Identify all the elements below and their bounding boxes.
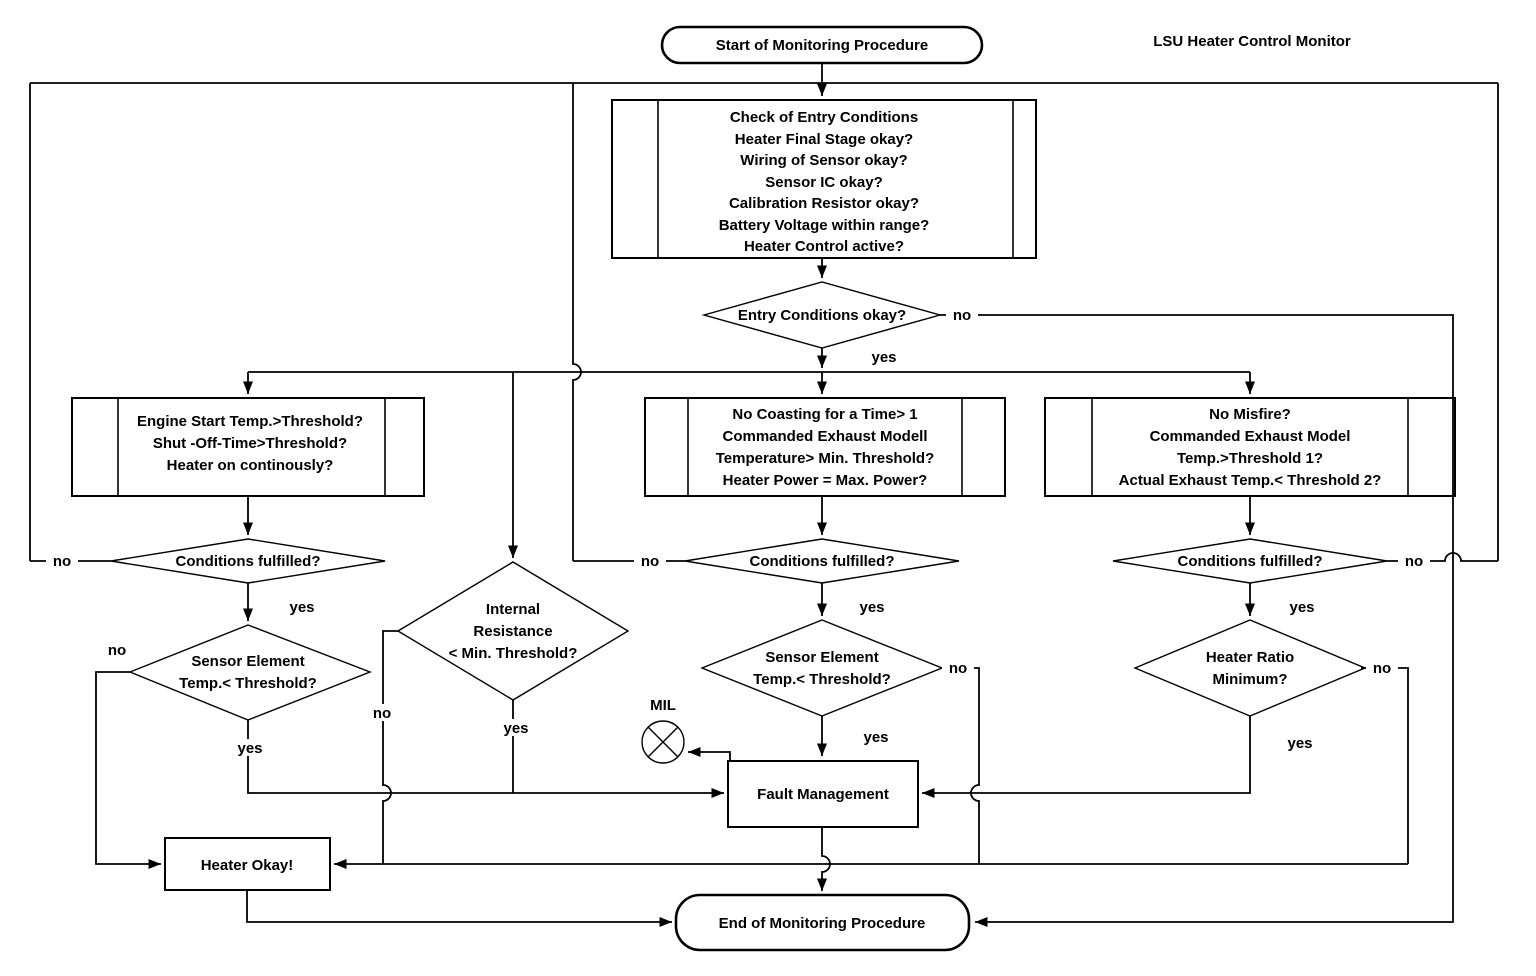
entry-ok-diamond: Entry Conditions okay? <box>701 281 943 349</box>
entry-check-line: Sensor IC okay? <box>765 174 883 191</box>
heater-okay-label: Heater Okay! <box>201 857 294 874</box>
heater-ratio-line: Heater Ratio <box>1206 649 1294 666</box>
edge-heaterratio-yes-to-fault <box>922 716 1251 798</box>
end-node: End of Monitoring Procedure <box>674 893 971 952</box>
start-node <box>660 25 984 65</box>
edge-labels: no yes no yes no yes no yes no yes no ye… <box>46 306 1430 757</box>
mid-conditions-diamond: Conditions fulfilled? <box>684 538 960 584</box>
right-conditions-label: Conditions fulfilled? <box>1178 553 1323 570</box>
entry-ok-label: Entry Conditions okay? <box>738 307 906 324</box>
edge-heaterratio-no <box>1361 667 1409 864</box>
label-internalres-yes: yes <box>503 720 528 737</box>
engine-start-box: Engine Start Temp.>Threshold? Shut -Off-… <box>71 397 425 497</box>
entry-check-line: Heater Final Stage okay? <box>735 131 913 148</box>
label-midsensor-no: no <box>949 660 967 677</box>
internal-resistance-line: Internal <box>486 601 540 618</box>
label-rightcond-yes: yes <box>1289 599 1314 616</box>
label-heaterratio-no: no <box>1373 660 1391 677</box>
edge-mid-return-vertical <box>572 83 582 561</box>
coasting-line: Heater Power = Max. Power? <box>723 472 928 489</box>
entry-check-box: Check of Entry Conditions Heater Final S… <box>611 99 1037 259</box>
fault-management-box: Fault Management <box>727 760 919 828</box>
edge-heaterokay-to-end <box>246 890 672 927</box>
label-internalres-no: no <box>373 705 391 722</box>
left-sensor-line: Sensor Element <box>191 653 304 670</box>
label-midcond-yes: yes <box>859 599 884 616</box>
edge-internalres-no <box>382 630 398 864</box>
misfire-line: No Misfire? <box>1209 406 1291 423</box>
internal-resistance-line: < Min. Threshold? <box>449 645 578 662</box>
misfire-line: Actual Exhaust Temp.< Threshold 2? <box>1119 472 1382 489</box>
internal-resistance-line: Resistance <box>473 623 552 640</box>
misfire-line: Temp.>Threshold 1? <box>1177 450 1323 467</box>
heater-ratio-diamond: Heater Ratio Minimum? <box>1133 619 1367 717</box>
edge-leftsensor-no-to-heaterokay <box>95 671 161 869</box>
coasting-line: Commanded Exhaust Modell <box>722 428 927 445</box>
entry-check-line: Heater Control active? <box>744 238 904 255</box>
mid-conditions-label: Conditions fulfilled? <box>750 553 895 570</box>
edge-rightcond-no <box>1387 552 1498 562</box>
label-heaterratio-yes: yes <box>1287 735 1312 752</box>
entry-check-line: Check of Entry Conditions <box>730 109 918 126</box>
internal-resistance-diamond: Internal Resistance < Min. Threshold? <box>396 561 630 701</box>
entry-check-line: Calibration Resistor okay? <box>729 195 919 212</box>
label-entry-yes: yes <box>871 349 896 366</box>
fault-management-label: Fault Management <box>757 786 889 803</box>
edge-fault-to-mil <box>688 747 731 761</box>
left-conditions-diamond: Conditions fulfilled? <box>110 538 386 584</box>
label-leftsensor-yes: yes <box>237 740 262 757</box>
engine-start-line: Engine Start Temp.>Threshold? <box>137 413 363 430</box>
label-leftcond-no: no <box>53 553 71 570</box>
edge-fault-to-end <box>817 827 831 891</box>
engine-start-line: Shut -Off-Time>Threshold? <box>153 435 347 452</box>
label-midsensor-yes: yes <box>863 729 888 746</box>
heater-ratio-line: Minimum? <box>1213 671 1288 688</box>
mid-sensor-diamond: Sensor Element Temp.< Threshold? <box>700 619 944 717</box>
right-conditions-diamond: Conditions fulfilled? <box>1112 538 1388 584</box>
end-label: End of Monitoring Procedure <box>719 915 926 932</box>
mil-lamp-icon <box>641 720 685 764</box>
left-conditions-label: Conditions fulfilled? <box>176 553 321 570</box>
edge-entryok-no-to-end <box>940 314 1454 927</box>
left-sensor-line: Temp.< Threshold? <box>179 675 317 692</box>
entry-check-line: Battery Voltage within range? <box>719 217 930 234</box>
label-entry-no: no <box>953 307 971 324</box>
label-leftsensor-no: no <box>108 642 126 659</box>
misfire-box: No Misfire? Commanded Exhaust Model Temp… <box>1044 397 1456 497</box>
coasting-box: No Coasting for a Time> 1 Commanded Exha… <box>644 397 1006 497</box>
mid-sensor-line: Sensor Element <box>765 649 878 666</box>
entry-check-line: Wiring of Sensor okay? <box>740 152 907 169</box>
edges <box>29 63 1499 927</box>
heater-okay-box: Heater Okay! <box>164 837 331 891</box>
misfire-line: Commanded Exhaust Model <box>1150 428 1351 445</box>
label-leftcond-yes: yes <box>289 599 314 616</box>
mid-sensor-line: Temp.< Threshold? <box>753 671 891 688</box>
label-rightcond-no: no <box>1405 553 1423 570</box>
coasting-line: Temperature> Min. Threshold? <box>716 450 935 467</box>
mil-label: MIL <box>650 697 676 714</box>
left-sensor-diamond: Sensor Element Temp.< Threshold? <box>128 624 372 721</box>
page-title: LSU Heater Control Monitor <box>1153 33 1351 50</box>
edge-midsensor-no <box>942 667 980 864</box>
label-midcond-no: no <box>641 553 659 570</box>
start-label: Start of Monitoring Procedure <box>716 37 929 54</box>
coasting-line: No Coasting for a Time> 1 <box>732 406 917 423</box>
engine-start-line: Heater on continously? <box>167 457 334 474</box>
nodes: Start of Monitoring Procedure LSU Heater… <box>71 25 1456 952</box>
mil-indicator: MIL <box>641 697 685 764</box>
